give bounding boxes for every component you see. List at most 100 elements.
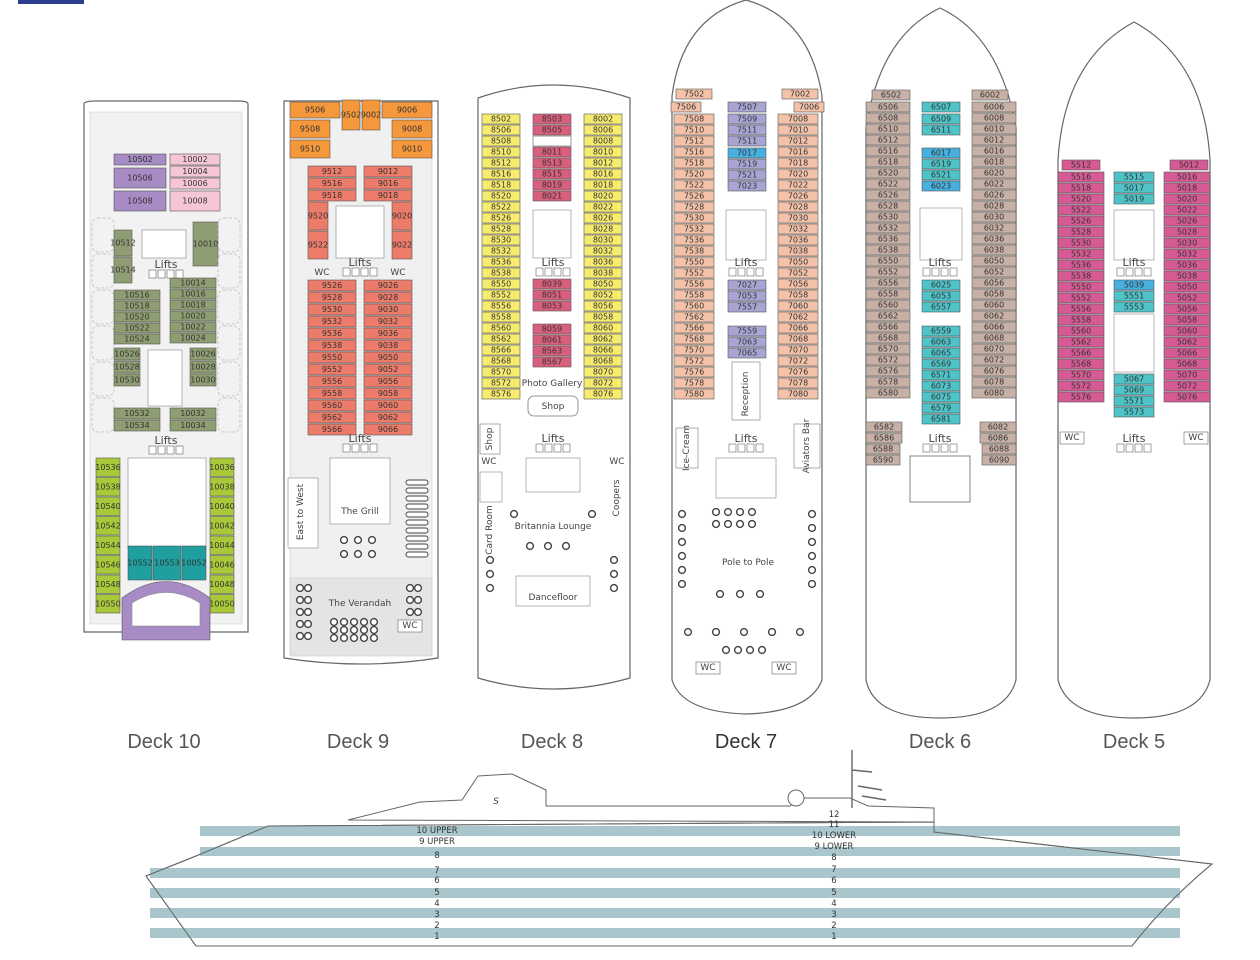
cabin-5052[interactable]: 5052 [1163, 292, 1211, 304]
cabin-6050[interactable]: 6050 [971, 255, 1017, 267]
cabin-10544[interactable]: 10544 [95, 535, 121, 555]
cabin-10048[interactable]: 10048 [209, 574, 235, 594]
cabin-7032[interactable]: 7032 [777, 223, 819, 235]
cabin-6086[interactable]: 6086 [979, 432, 1017, 444]
cabin-8516[interactable]: 8516 [481, 168, 521, 180]
cabin-6082[interactable]: 6082 [979, 421, 1017, 433]
cabin-9056[interactable]: 9056 [363, 375, 413, 388]
cabin-8552[interactable]: 8552 [481, 289, 521, 301]
cabin-7528[interactable]: 7528 [673, 201, 715, 213]
cabin-7538[interactable]: 7538 [673, 245, 715, 257]
cabin-6562[interactable]: 6562 [865, 310, 911, 322]
cabin-10016[interactable]: 10016 [169, 288, 217, 300]
cabin-10040[interactable]: 10040 [209, 496, 235, 516]
cabin-5072[interactable]: 5072 [1163, 380, 1211, 392]
cabin-7572[interactable]: 7572 [673, 355, 715, 367]
cabin-10050[interactable]: 10050 [209, 594, 235, 614]
cabin-6530[interactable]: 6530 [865, 211, 911, 223]
cabin-7521[interactable]: 7521 [727, 169, 767, 181]
cabin-7078[interactable]: 7078 [777, 377, 819, 389]
cabin-9532[interactable]: 9532 [307, 315, 357, 328]
cabin-6063[interactable]: 6063 [921, 336, 961, 348]
cabin-7066[interactable]: 7066 [777, 322, 819, 334]
cabin-6008[interactable]: 6008 [971, 112, 1017, 124]
cabin-7516[interactable]: 7516 [673, 146, 715, 158]
cabin-5012[interactable]: 5012 [1169, 159, 1209, 171]
cabin-10026[interactable]: 10026 [189, 347, 217, 361]
cabin-10534[interactable]: 10534 [113, 419, 161, 432]
cabin-6068[interactable]: 6068 [971, 332, 1017, 344]
cabin-9036[interactable]: 9036 [363, 327, 413, 340]
cabin-10024[interactable]: 10024 [169, 332, 217, 344]
cabin-5516[interactable]: 5516 [1057, 171, 1105, 183]
cabin-10010[interactable]: 10010 [192, 221, 219, 267]
cabin-8566[interactable]: 8566 [481, 344, 521, 356]
cabin-10546[interactable]: 10546 [95, 555, 121, 575]
cabin-5538[interactable]: 5538 [1057, 270, 1105, 282]
cabin-10004[interactable]: 10004 [169, 165, 221, 178]
cabin-8568[interactable]: 8568 [481, 355, 521, 367]
cabin-6016[interactable]: 6016 [971, 145, 1017, 157]
cabin-7026[interactable]: 7026 [777, 190, 819, 202]
cabin-6056[interactable]: 6056 [971, 277, 1017, 289]
cabin-5550[interactable]: 5550 [1057, 281, 1105, 293]
cabin-7568[interactable]: 7568 [673, 333, 715, 345]
cabin-8526[interactable]: 8526 [481, 212, 521, 224]
cabin-7536[interactable]: 7536 [673, 234, 715, 246]
cabin-6025[interactable]: 6025 [921, 279, 961, 291]
cabin-7022[interactable]: 7022 [777, 179, 819, 191]
cabin-9006[interactable]: 9006 [381, 101, 433, 119]
cabin-10008[interactable]: 10008 [169, 190, 221, 212]
cabin-8510[interactable]: 8510 [481, 146, 521, 158]
cabin-5076[interactable]: 5076 [1163, 391, 1211, 403]
cabin-9010[interactable]: 9010 [391, 139, 433, 159]
cabin-8563[interactable]: 8563 [532, 345, 572, 357]
cabin-9028[interactable]: 9028 [363, 291, 413, 304]
cabin-8030[interactable]: 8030 [583, 234, 623, 246]
cabin-7068[interactable]: 7068 [777, 333, 819, 345]
cabin-8053[interactable]: 8053 [532, 300, 572, 312]
cabin-5558[interactable]: 5558 [1057, 314, 1105, 326]
cabin-6018[interactable]: 6018 [971, 156, 1017, 168]
cabin-9518[interactable]: 9518 [307, 189, 357, 202]
cabin-5067[interactable]: 5067 [1113, 373, 1155, 385]
cabin-7020[interactable]: 7020 [777, 168, 819, 180]
cabin-10018[interactable]: 10018 [169, 299, 217, 311]
cabin-6570[interactable]: 6570 [865, 343, 911, 355]
cabin-6073[interactable]: 6073 [921, 380, 961, 392]
cabin-10514[interactable]: 10514 [110, 256, 136, 284]
cabin-9550[interactable]: 9550 [307, 351, 357, 364]
cabin-6023[interactable]: 6023 [921, 180, 961, 192]
cabin-9512[interactable]: 9512 [307, 165, 357, 178]
cabin-9020[interactable]: 9020 [391, 201, 413, 231]
cabin-7076[interactable]: 7076 [777, 366, 819, 378]
cabin-7017[interactable]: 7017 [727, 147, 767, 159]
cabin-5032[interactable]: 5032 [1163, 248, 1211, 260]
cabin-7566[interactable]: 7566 [673, 322, 715, 334]
cabin-7511[interactable]: 7511 [727, 135, 767, 147]
cabin-5062[interactable]: 5062 [1163, 336, 1211, 348]
cabin-6516[interactable]: 6516 [865, 145, 911, 157]
cabin-7060[interactable]: 7060 [777, 300, 819, 312]
cabin-8021[interactable]: 8021 [532, 190, 572, 202]
cabin-5536[interactable]: 5536 [1057, 259, 1105, 271]
cabin-8508[interactable]: 8508 [481, 135, 521, 147]
cabin-10502[interactable]: 10502 [113, 153, 167, 166]
cabin-10552[interactable]: 10552 [127, 545, 153, 581]
cabin-8058[interactable]: 8058 [583, 311, 623, 323]
cabin-7002[interactable]: 7002 [781, 88, 819, 100]
cabin-6088[interactable]: 6088 [981, 443, 1017, 455]
cabin-8530[interactable]: 8530 [481, 234, 521, 246]
cabin-10540[interactable]: 10540 [95, 496, 121, 516]
cabin-9502[interactable]: 9502 [341, 99, 361, 131]
cabin-10512[interactable]: 10512 [110, 229, 136, 257]
cabin-5038[interactable]: 5038 [1163, 270, 1211, 282]
cabin-10014[interactable]: 10014 [169, 277, 217, 289]
cabin-9030[interactable]: 9030 [363, 303, 413, 316]
cabin-7070[interactable]: 7070 [777, 344, 819, 356]
cabin-7570[interactable]: 7570 [673, 344, 715, 356]
cabin-7052[interactable]: 7052 [777, 267, 819, 279]
cabin-6559[interactable]: 6559 [921, 325, 961, 337]
cabin-5560[interactable]: 5560 [1057, 325, 1105, 337]
cabin-8532[interactable]: 8532 [481, 245, 521, 257]
